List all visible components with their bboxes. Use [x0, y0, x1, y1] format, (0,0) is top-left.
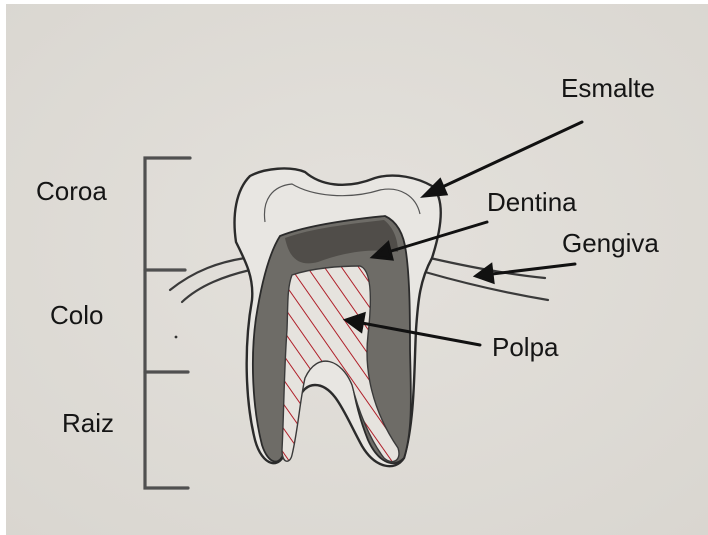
label-dentina: Dentina — [487, 189, 577, 215]
pencil-dot — [175, 336, 178, 339]
label-esmalte: Esmalte — [561, 75, 655, 101]
label-polpa: Polpa — [492, 334, 559, 360]
label-raiz: Raiz — [62, 410, 114, 436]
label-coroa: Coroa — [36, 178, 107, 204]
label-colo: Colo — [50, 302, 103, 328]
label-gengiva: Gengiva — [562, 230, 659, 256]
